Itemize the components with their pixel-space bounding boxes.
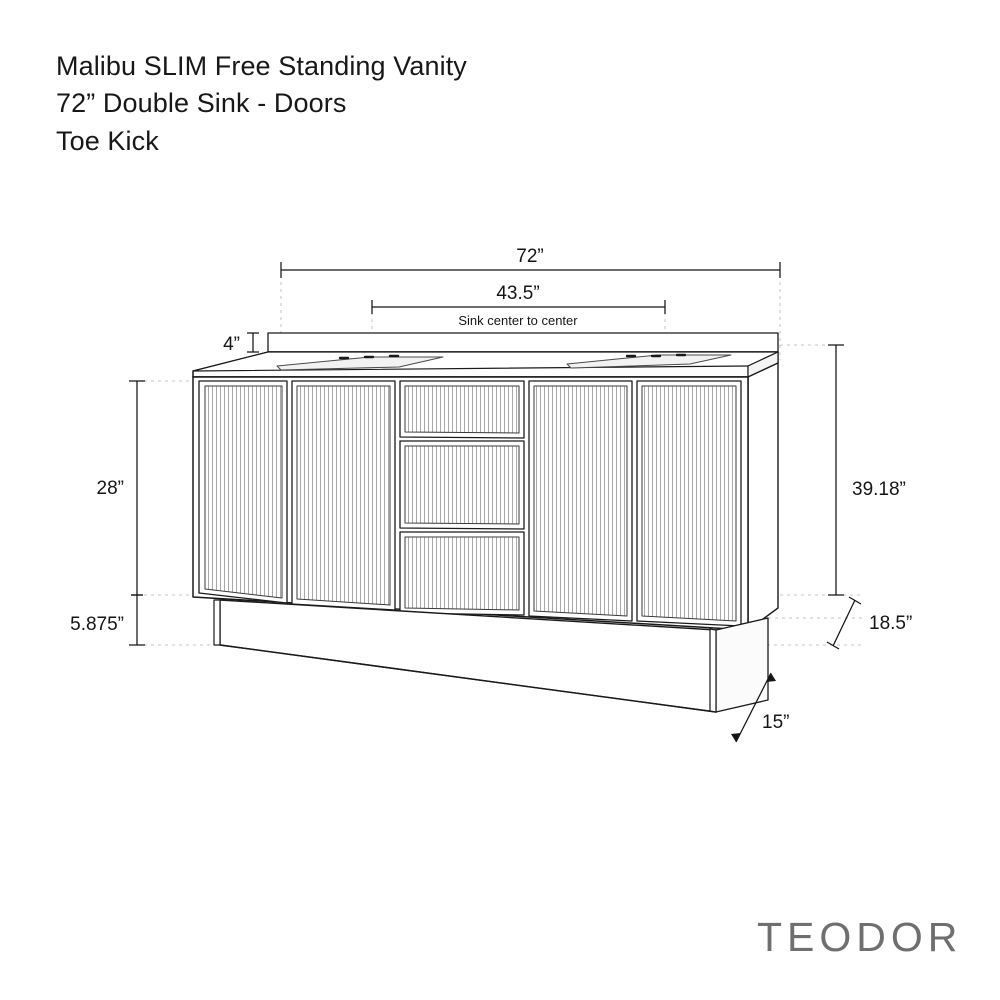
dimension-sink-center-label: 43.5” xyxy=(496,283,539,304)
door-right-inner xyxy=(528,380,633,622)
dimension-backsplash-height-label: 4” xyxy=(223,334,240,355)
dimension-cabinet-body-height-label: 28” xyxy=(97,478,124,499)
backsplash xyxy=(267,332,779,353)
dimension-overall-height: 39.18” xyxy=(828,344,906,596)
door-left-inner xyxy=(291,380,396,611)
dimension-counter-to-floor: 18.5” xyxy=(826,596,912,650)
sink-cutout-left xyxy=(276,354,444,371)
dimension-sink-center: 43.5” Sink center to center xyxy=(371,283,666,328)
drawer-bottom xyxy=(399,531,525,616)
title-block: Malibu SLIM Free Standing Vanity 72” Dou… xyxy=(56,48,467,160)
dimension-overall-width-label: 72” xyxy=(516,246,543,267)
cabinet-right-side-panel xyxy=(747,362,779,631)
title-line-1: Malibu SLIM Free Standing Vanity xyxy=(56,51,467,81)
dimension-overall-width: 72” xyxy=(280,246,781,278)
title-line-3: Toe Kick xyxy=(56,125,159,156)
dimension-annotations: 72” 43.5” Sink center to center 4” 28” 5… xyxy=(70,246,912,743)
drawer-middle xyxy=(399,440,525,530)
door-left-outer xyxy=(198,380,288,604)
dimension-overall-height-label: 39.18” xyxy=(852,479,906,500)
dimension-counter-to-floor-label: 18.5” xyxy=(869,613,912,634)
dimension-backsplash-height: 4” xyxy=(223,332,259,355)
brand-logo: TEODOR xyxy=(757,914,963,960)
dimension-toe-kick-height-label: 5.875” xyxy=(70,614,124,635)
title-line-2: 72” Double Sink - Doors xyxy=(56,88,347,119)
sink-cutout-right xyxy=(566,353,732,369)
dimension-depth-label: 15” xyxy=(762,712,789,733)
drawer-top xyxy=(399,380,525,439)
door-right-outer xyxy=(636,380,742,627)
dimension-toe-kick-height: 5.875” xyxy=(70,594,145,646)
dimension-sink-center-note: Sink center to center xyxy=(458,313,578,328)
vanity-cabinet xyxy=(192,332,779,713)
dimension-depth: 15” xyxy=(731,672,789,743)
dimension-cabinet-body-height: 28” xyxy=(97,380,145,596)
toe-kick-base xyxy=(213,599,769,713)
